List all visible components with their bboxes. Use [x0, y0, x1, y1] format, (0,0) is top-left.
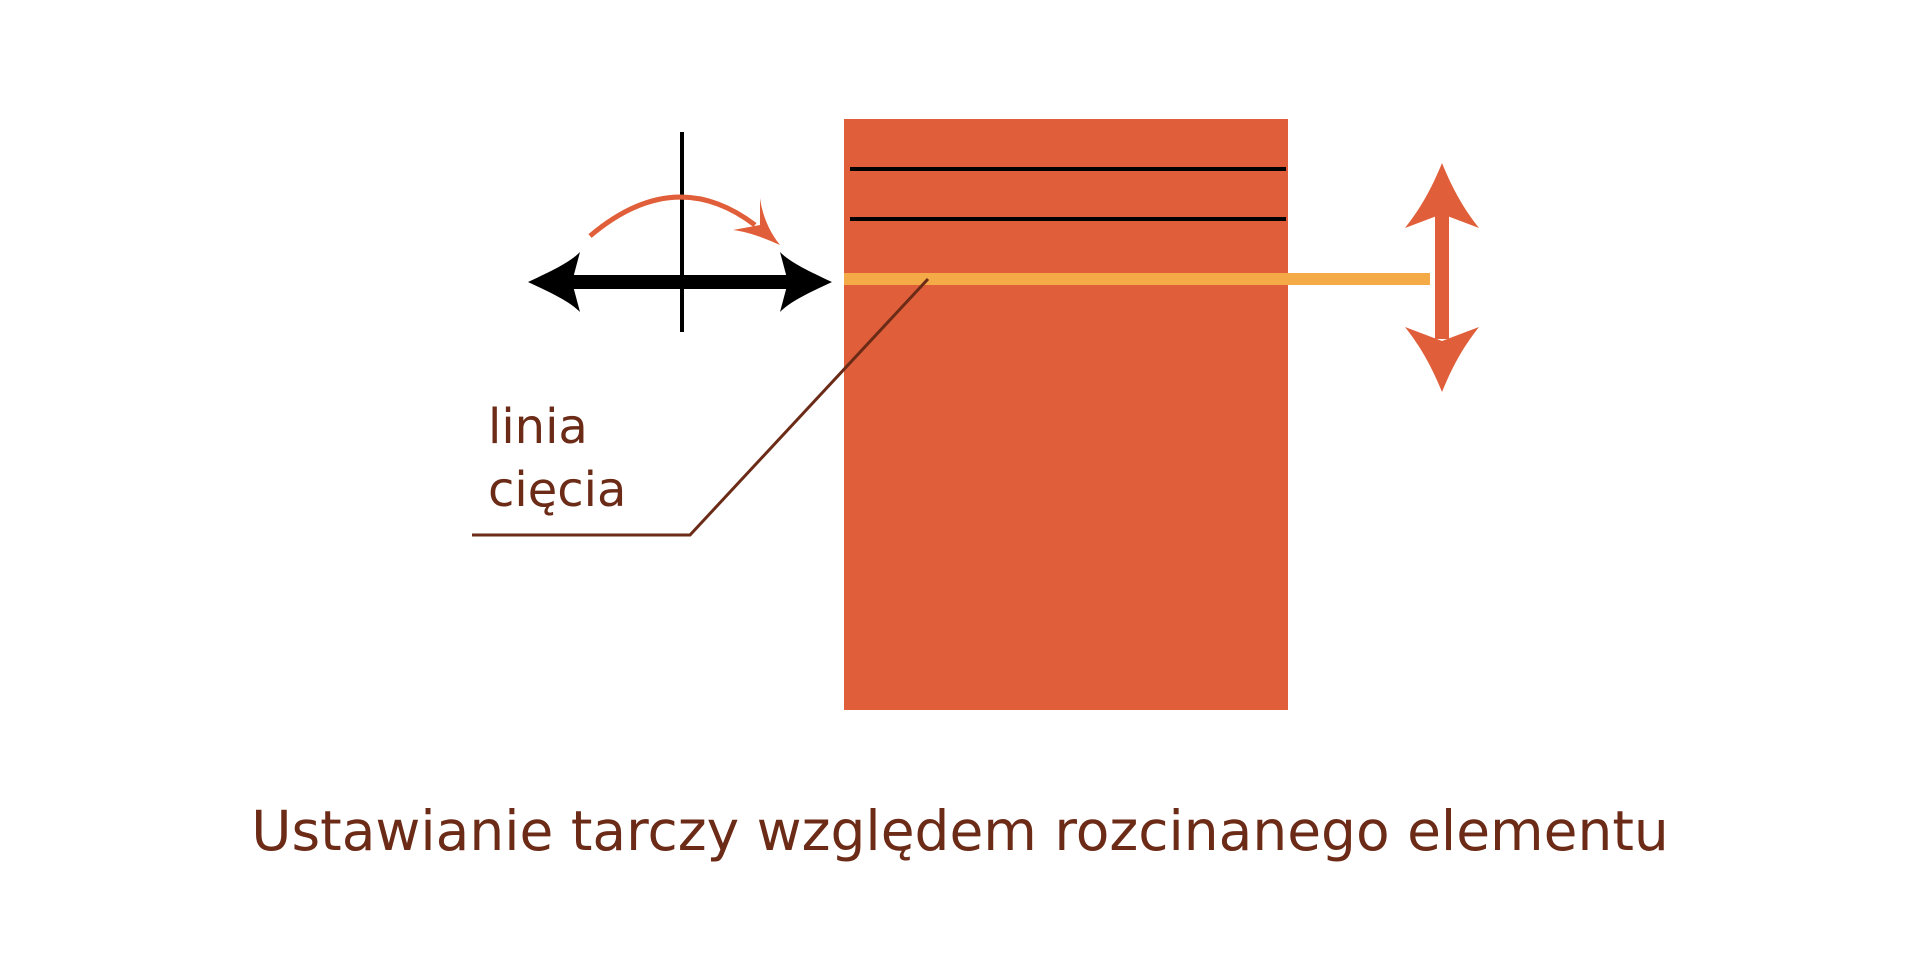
cut-line: [844, 273, 1430, 285]
cut-line-leader: [472, 277, 930, 537]
double-headed-vertical-arrow-icon: [1405, 163, 1479, 392]
workpiece: [844, 119, 1288, 710]
curved-rotation-arrow-icon: [588, 194, 780, 245]
cut-line-label-line-2: cięcia: [488, 462, 626, 518]
double-headed-horizontal-arrow-icon: [528, 252, 832, 312]
cut-line-label-line-1: linia: [488, 399, 588, 455]
diagram-caption: Ustawianie tarczy względem rozcinanego e…: [251, 799, 1669, 863]
